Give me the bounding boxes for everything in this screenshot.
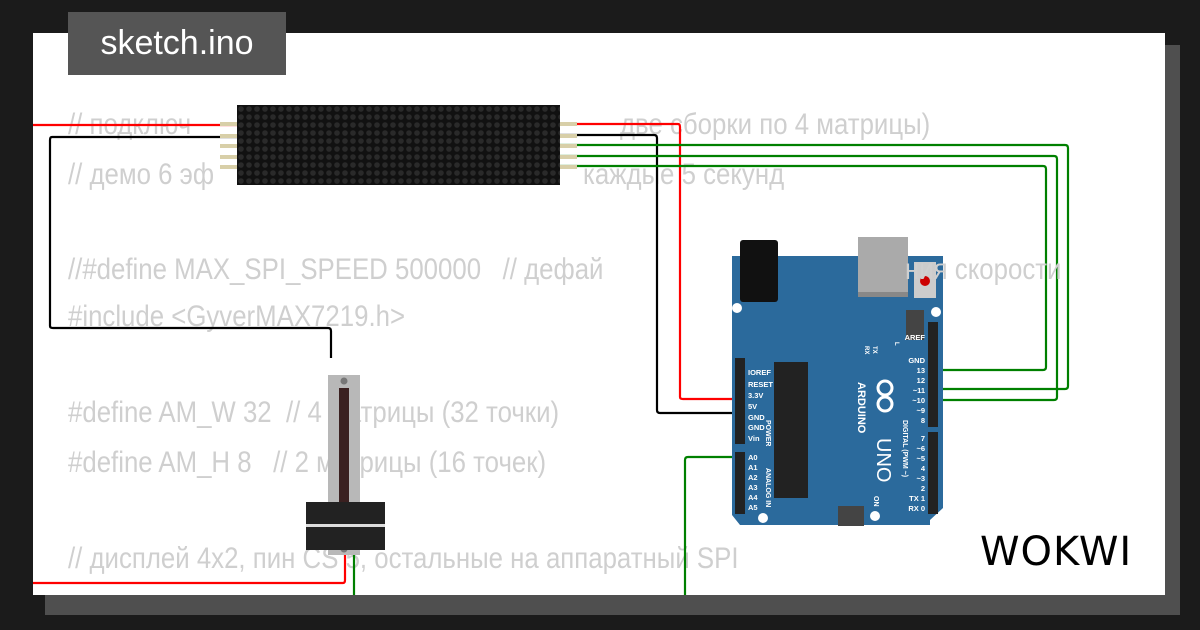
svg-text:WOKWI: WOKWI bbox=[980, 529, 1132, 575]
pin-label: IOREF bbox=[748, 368, 771, 377]
pin-label: 7 bbox=[921, 434, 925, 443]
l-label: L bbox=[893, 342, 899, 346]
pin-label: 3.3V bbox=[748, 391, 763, 400]
pin-label: 12 bbox=[917, 376, 925, 385]
pin-label: Vin bbox=[748, 434, 760, 443]
pin-label: 13 bbox=[917, 366, 925, 375]
pin-label: ~3 bbox=[916, 474, 925, 483]
pin-label: ~5 bbox=[916, 454, 925, 463]
code-line-4a: //#define MAX_SPI_SPEED 500000 // дефай bbox=[68, 253, 604, 286]
wire-red-5v[interactable] bbox=[560, 122, 745, 401]
digital-label: DIGITAL (PWM ~) bbox=[901, 420, 908, 477]
code-line-2a: // демо 6 эф bbox=[68, 158, 215, 191]
wire-red-slider[interactable] bbox=[33, 555, 347, 585]
wokwi-logo: WOKWI bbox=[980, 529, 1132, 575]
pin-label: A5 bbox=[748, 503, 758, 512]
wire-black-gnd[interactable] bbox=[560, 133, 745, 415]
pin-label: A2 bbox=[748, 473, 758, 482]
pin-label: 8 bbox=[921, 416, 925, 425]
pin-label: ~9 bbox=[916, 406, 925, 415]
arduino-model: UNO bbox=[872, 438, 894, 482]
arduino-uno[interactable]: IOREF RESET 3.3V 5V GND GND Vin A0 A1 A2… bbox=[732, 237, 943, 526]
rx-label: RX bbox=[863, 346, 869, 354]
pin-label: ~6 bbox=[916, 444, 925, 453]
code-line-7: #define AM_W 32 // 4 матрицы (32 точки) bbox=[68, 396, 560, 429]
pin-label: RESET bbox=[748, 380, 773, 389]
pin-label: A4 bbox=[748, 493, 758, 502]
pin-label: TX 1 bbox=[909, 494, 925, 503]
file-name-tab[interactable]: sketch.ino bbox=[68, 12, 286, 75]
code-line-10: // дисплей 4x2, пин CS 5, остальные на а… bbox=[68, 542, 739, 575]
pin-label: A0 bbox=[748, 453, 758, 462]
pin-label: A3 bbox=[748, 483, 758, 492]
slide-potentiometer[interactable] bbox=[306, 375, 385, 555]
pin-label: ~11 bbox=[913, 386, 925, 395]
pin-label: GND bbox=[908, 356, 925, 365]
wire-green-10[interactable] bbox=[560, 164, 1048, 372]
wires bbox=[33, 122, 1070, 600]
pin-label: ~10 bbox=[912, 396, 925, 405]
on-label: ON bbox=[872, 496, 879, 507]
pin-label: RX 0 bbox=[908, 504, 925, 513]
code-line-2b: каждые 5 секунд bbox=[583, 158, 785, 191]
arduino-infinity-logo bbox=[876, 379, 894, 413]
pin-label: 5V bbox=[748, 402, 757, 411]
pin-label: A1 bbox=[748, 463, 758, 472]
analog-label: ANALOG IN bbox=[764, 468, 771, 507]
tx-label: TX bbox=[871, 346, 877, 354]
wire-green-a0[interactable] bbox=[683, 455, 745, 600]
wire-green-13[interactable] bbox=[560, 143, 1070, 391]
led-matrix[interactable] bbox=[220, 105, 577, 185]
pin-label: 4 bbox=[921, 464, 926, 473]
canvas-panel: // подключ две сборки по 4 матрицы) // д… bbox=[33, 33, 1165, 595]
power-label: POWER bbox=[764, 420, 771, 446]
arduino-brand: ARDUINO bbox=[855, 382, 867, 434]
wire-black-matrix-slider[interactable] bbox=[48, 135, 333, 358]
pin-label: AREF bbox=[905, 333, 926, 342]
wire-green-11[interactable] bbox=[560, 154, 1059, 402]
pin-label: 2 bbox=[921, 484, 925, 493]
code-line-4b: ния скорости bbox=[905, 253, 1062, 286]
pin-label: GND bbox=[748, 413, 765, 422]
pin-label: GND bbox=[748, 423, 765, 432]
